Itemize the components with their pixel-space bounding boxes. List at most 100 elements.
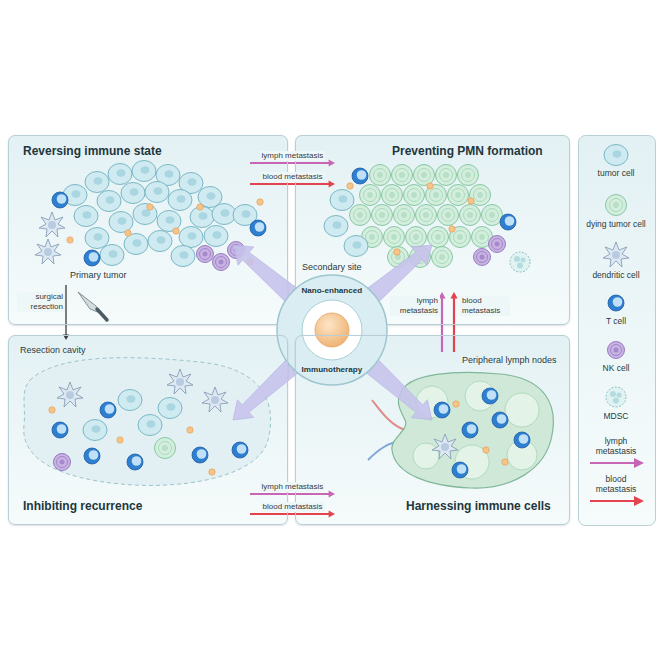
legend-text: dying tumor cell (580, 219, 652, 229)
panel-box: Inhibiting recurrence (8, 335, 288, 525)
tumor-cell (118, 390, 142, 411)
site-label: Peripheral lymph nodes (462, 355, 557, 366)
nanoparticle (502, 459, 508, 465)
dying-cell (155, 438, 176, 459)
legend-text: NK cell (580, 363, 652, 373)
tumor-cell (83, 420, 107, 441)
legend-text: lymph metastasis (588, 436, 644, 456)
primary-tumor (35, 161, 266, 271)
panel-heading: Harnessing immune cells (406, 499, 551, 513)
nanoparticle (394, 249, 400, 255)
tumor-cell (179, 227, 203, 248)
dying-cell (370, 165, 391, 186)
t-cell (452, 462, 468, 478)
dying-cell (428, 227, 449, 248)
nanoparticle (117, 437, 123, 443)
legend-icon (603, 242, 629, 267)
tumor-cell (124, 234, 148, 255)
tumor-cell (132, 161, 156, 182)
dying-cell (350, 205, 371, 226)
t-cell (482, 388, 498, 404)
dying-cell (450, 227, 471, 248)
tumor-cell (204, 226, 228, 247)
tumor-cell (148, 231, 172, 252)
dying-cell (458, 165, 479, 186)
site-label: Primary tumor (70, 270, 127, 281)
t-cell (232, 442, 248, 458)
tumor-cell (74, 206, 98, 227)
arrow-head (450, 292, 457, 298)
tumor-cell (168, 190, 192, 211)
t-cell (84, 448, 100, 464)
nanoparticle (483, 447, 489, 453)
nanoparticle (453, 401, 459, 407)
tumor-cell (100, 245, 124, 266)
legend-icon (604, 145, 628, 166)
dying-cell (406, 227, 427, 248)
therapy-arrow (366, 245, 432, 303)
tumor-cell (324, 216, 348, 237)
nk-cell (54, 454, 71, 471)
nk-cell (213, 254, 230, 271)
legend-icon (606, 195, 627, 216)
nanoparticle (49, 407, 55, 413)
connector-line (250, 493, 329, 495)
nanoparticle (197, 204, 203, 210)
site-label: Resection cavity (20, 345, 86, 356)
metastasis-arrow (450, 292, 457, 352)
therapy-arrow-shape (233, 245, 298, 303)
dying-cell (384, 227, 405, 248)
nanoparticle (468, 198, 474, 204)
t-cell (352, 168, 368, 184)
therapy-arrow-shape (366, 245, 432, 303)
panel-ground (8, 335, 288, 525)
nanoparticle (427, 183, 433, 189)
connector-line (250, 162, 329, 164)
tumor-cell (97, 191, 121, 212)
tumor-cell (145, 182, 169, 203)
nanoparticle (147, 204, 153, 210)
dying-cell (482, 205, 503, 226)
tumor-cell (171, 246, 195, 267)
site-label: Secondary site (302, 262, 362, 273)
edge-label: lymph metastasis (260, 482, 326, 492)
dying-cell (460, 205, 481, 226)
panel-heading: Inhibiting recurrence (23, 499, 142, 513)
tumor-cell (330, 190, 354, 211)
nanoparticle (315, 313, 349, 347)
edge-label: blood metastasis (460, 296, 510, 316)
tumor-cell (344, 236, 368, 257)
therapy-arrow (233, 358, 300, 420)
resection-cavity (24, 358, 271, 486)
tumor-cell (138, 415, 162, 436)
t-cell (514, 432, 530, 448)
therapy-arrow (365, 358, 432, 420)
edge-label: blood metastasis (261, 172, 325, 182)
edge-label: lymph metastasis (390, 296, 440, 316)
dying-cell (436, 165, 457, 186)
nanoparticle (347, 183, 353, 189)
panel-heading: Preventing PMN formation (392, 144, 543, 158)
legend-panel (579, 136, 656, 526)
nanoparticle (449, 226, 455, 232)
dying-cell (360, 185, 381, 206)
dying-cell (432, 247, 453, 268)
tumor-cell (109, 212, 133, 233)
arrow-head (329, 159, 335, 166)
t-cell (434, 402, 450, 418)
scalpel (78, 292, 107, 320)
tumor-cell (108, 164, 132, 185)
edge-label: surgical resection (17, 292, 65, 312)
t-cell (84, 250, 100, 266)
connector-line (65, 285, 66, 335)
connector-line (250, 183, 329, 185)
dying-cell (438, 205, 459, 226)
dying-cell (448, 185, 469, 206)
dendritic-cell (167, 369, 193, 394)
edge-label: lymph metastasis (260, 151, 326, 161)
legend-icon (606, 387, 626, 407)
dying-cell (372, 205, 393, 226)
t-cell (500, 214, 516, 230)
legend-text: T cell (580, 316, 652, 326)
